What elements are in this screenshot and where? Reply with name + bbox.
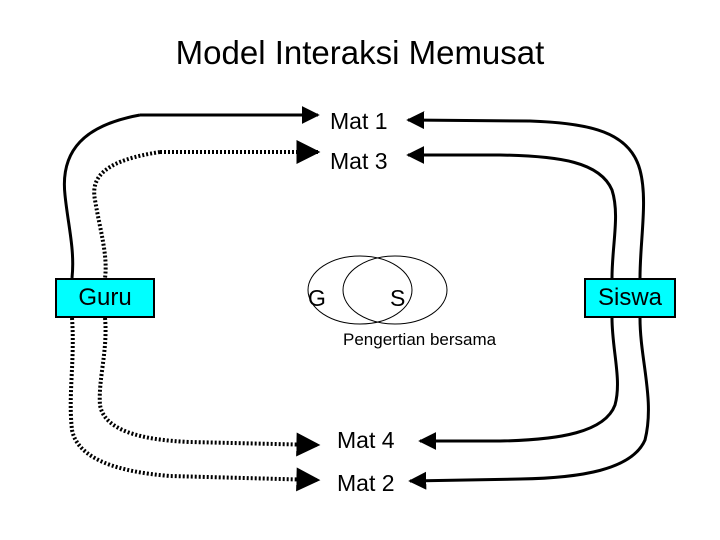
page-title: Model Interaksi Memusat bbox=[175, 34, 545, 71]
label-mat3: Mat 3 bbox=[330, 148, 388, 174]
circle-s bbox=[342, 255, 448, 325]
shared-understanding-caption: Pengertian bersama bbox=[343, 330, 497, 349]
siswa-to-mat3-arrow bbox=[406, 146, 618, 279]
guru-to-mat2-arrow bbox=[68, 317, 321, 492]
siswa-box: Siswa bbox=[584, 278, 676, 318]
guru-to-mat1-arrow bbox=[62, 113, 141, 279]
siswa-to-mat4-arrow bbox=[418, 317, 619, 450]
guru-to-mat3-arrow bbox=[92, 150, 161, 279]
guru-box: Guru bbox=[55, 278, 155, 318]
label-mat1: Mat 1 bbox=[330, 108, 388, 134]
circle-g bbox=[307, 255, 413, 325]
siswa-to-mat1-arrow bbox=[406, 111, 646, 279]
circle-s-label: S bbox=[390, 285, 406, 311]
circle-g-label: G bbox=[308, 285, 326, 311]
guru-to-mat4-arrow bbox=[97, 317, 321, 457]
label-mat4: Mat 4 bbox=[337, 427, 395, 453]
label-mat2: Mat 2 bbox=[337, 470, 395, 496]
siswa-to-mat2-arrow bbox=[408, 317, 650, 490]
